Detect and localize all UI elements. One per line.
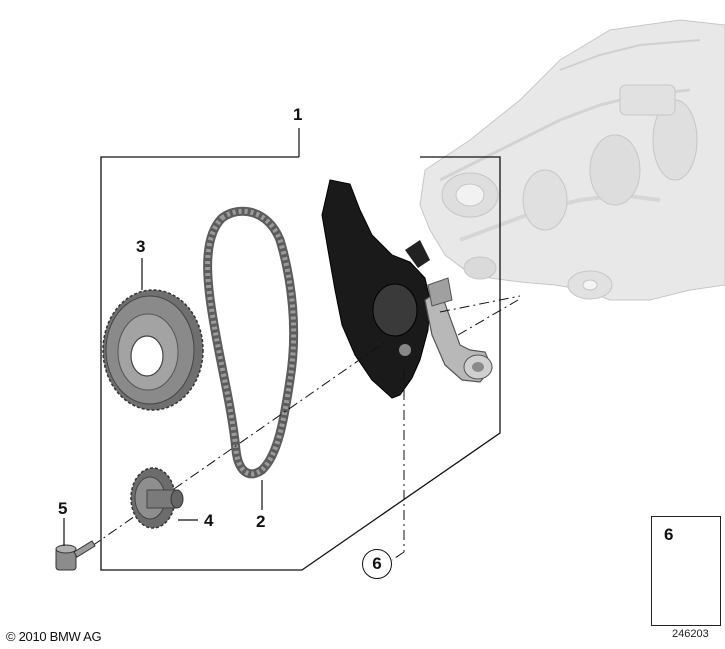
chain-tensioner-guide-icon xyxy=(321,179,431,399)
callout-3: 3 xyxy=(136,237,146,256)
diagram-id: 246203 xyxy=(672,628,709,640)
sprocket-icon xyxy=(102,289,204,411)
bolt-icon xyxy=(55,540,96,571)
callout-4: 4 xyxy=(204,511,214,530)
copyright-text: © 2010 BMW AG xyxy=(6,629,102,644)
callout-1: 1 xyxy=(293,105,303,124)
callout-2: 2 xyxy=(256,512,266,531)
timing-chain-icon xyxy=(203,206,299,479)
assembly-frame-line xyxy=(100,156,501,571)
small-sprocket-icon xyxy=(130,467,184,529)
bracket-arm-icon xyxy=(424,277,493,383)
callout-5: 5 xyxy=(58,499,68,518)
oil-pump-housing-icon xyxy=(419,19,725,301)
legend-part-number: 6 xyxy=(664,525,674,544)
legend-box: 6 xyxy=(651,516,721,626)
callout-6-circled: 6 xyxy=(362,549,392,579)
